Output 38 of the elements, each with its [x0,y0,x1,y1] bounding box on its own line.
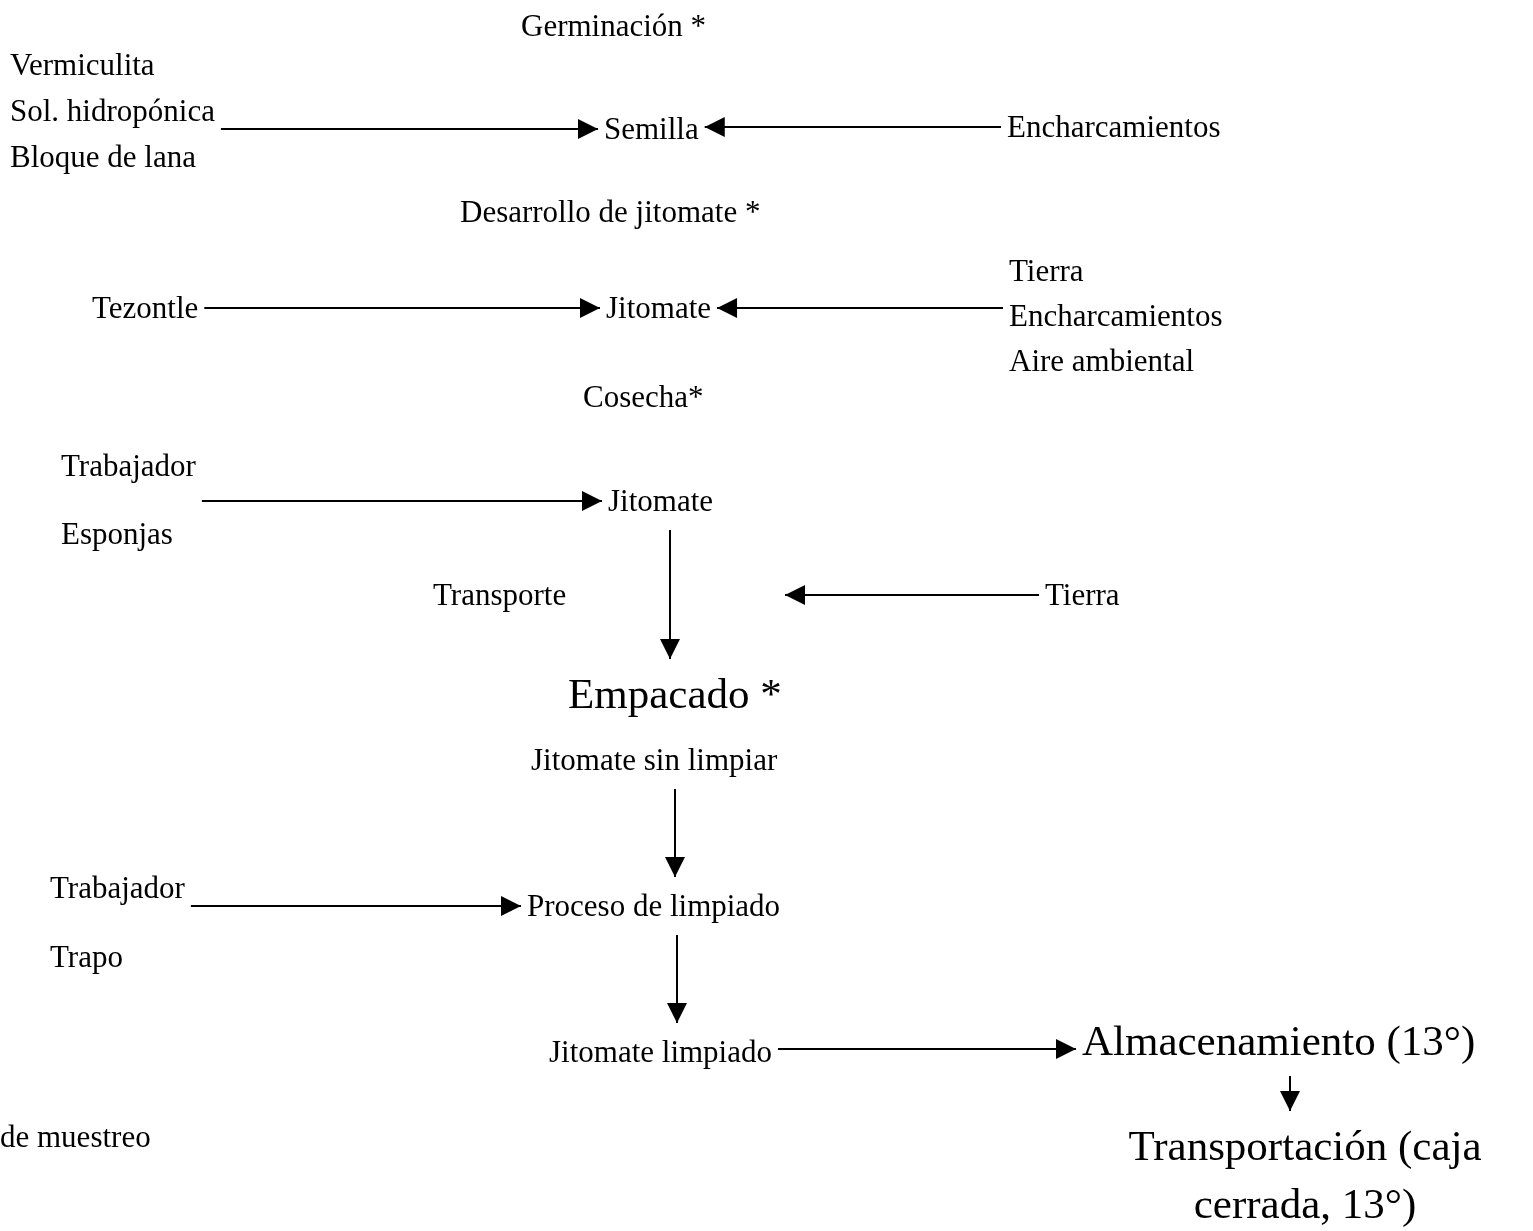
flow-text: Encharcamientos [1007,108,1221,146]
flow-text: Tierra [1009,252,1085,290]
flow-text: Encharcamientos [1009,297,1223,335]
stage-heading: Desarrollo de jitomate * [460,193,761,231]
stage-heading: Empacado * [568,669,782,719]
flow-text: Trabajador [61,447,196,485]
flow-text: Jitomate sin limpiar [531,741,778,779]
stage-heading: Germinación * [521,7,707,45]
flow-text: Vermiculita [10,46,156,84]
arrow [660,529,680,660]
note-text: de muestreo [0,1118,151,1156]
arrow [784,585,1040,605]
stage-heading: Almacenamiento (13°) [1082,1016,1476,1066]
arrow [716,298,1004,318]
arrow [200,491,603,511]
arrow [203,298,601,318]
arrow [667,934,687,1024]
flow-text: Trapo [50,938,124,976]
flow-text: Esponjas [61,515,174,553]
flow-text: Aire ambiental [1009,342,1196,380]
stage-heading: Cosecha* [583,378,704,416]
arrow [189,896,522,916]
arrow [777,1039,1077,1059]
flow-text: Tezontle [92,289,199,327]
flow-text: Jitomate limpiado [549,1033,772,1071]
arrow [1280,1075,1300,1112]
flow-text: Sol. hidropónica [10,92,215,130]
stage-heading: Transportación (caja cerrada, 13°) [1127,1121,1483,1229]
flow-text: Trabajador [50,869,185,907]
arrow [219,119,599,139]
flow-text: Semilla [604,110,699,148]
flow-text: Tierra [1045,576,1120,614]
arrow [665,788,685,878]
flow-text: Jitomate [606,289,712,327]
flow-text: Proceso de limpiado [527,887,781,925]
flow-text: Bloque de lana [10,138,197,176]
flow-text: Jitomate [608,482,714,520]
arrow [703,117,1002,137]
